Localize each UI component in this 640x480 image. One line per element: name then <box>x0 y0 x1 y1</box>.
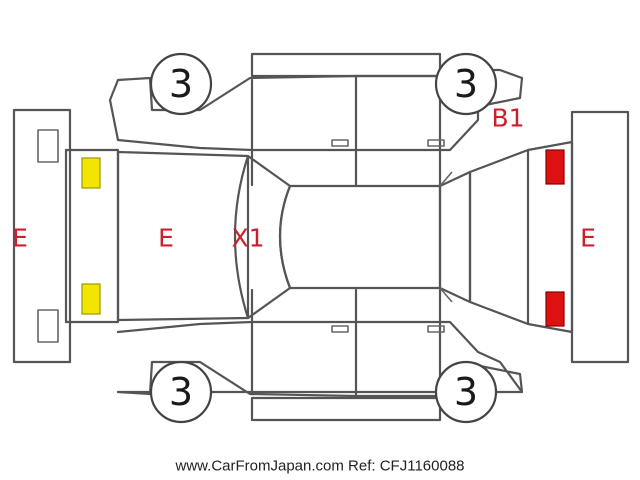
front-bumper-vent-bottom <box>37 309 59 343</box>
score-front-right: 3 <box>169 370 193 414</box>
top-side-rail <box>250 52 442 78</box>
score-rear-right: 3 <box>454 370 478 414</box>
mark-windshield: X1 <box>231 224 264 253</box>
bottom-front-handle <box>331 325 349 333</box>
wheel-front-right: 3 <box>149 360 213 424</box>
mark-front-bumper: E <box>12 224 28 253</box>
taillight-top <box>545 149 565 185</box>
front-bumper-vent-top <box>37 129 59 163</box>
roof-panel <box>278 184 442 290</box>
mark-rear-quarter: B1 <box>491 104 524 133</box>
bottom-side-rail <box>250 396 442 422</box>
score-rear-left: 3 <box>454 62 478 106</box>
footer-reference: www.CarFromJapan.com Ref: CFJ1160088 <box>175 458 465 475</box>
wheel-rear-right: 3 <box>434 360 498 424</box>
rear-outline <box>526 140 574 334</box>
c-pillar-bottom <box>439 287 453 303</box>
bottom-rear-handle <box>427 325 445 333</box>
score-front-left: 3 <box>169 62 193 106</box>
mark-hood: E <box>158 224 174 253</box>
wheel-front-left: 3 <box>149 52 213 116</box>
body-outline <box>64 148 120 324</box>
tailgate-panel <box>468 148 530 326</box>
mark-rear-bumper: E <box>580 224 596 253</box>
top-side-body <box>108 68 524 152</box>
front-bumper <box>12 108 72 364</box>
rear-window-panel <box>438 170 472 304</box>
taillight-bottom <box>545 291 565 327</box>
hood-panel <box>116 150 250 322</box>
headlight-top <box>81 157 101 189</box>
top-rear-handle <box>427 139 445 147</box>
headlight-bottom <box>81 283 101 315</box>
wheel-rear-left: 3 <box>434 52 498 116</box>
c-pillar-top <box>439 171 453 187</box>
top-front-handle <box>331 139 349 147</box>
